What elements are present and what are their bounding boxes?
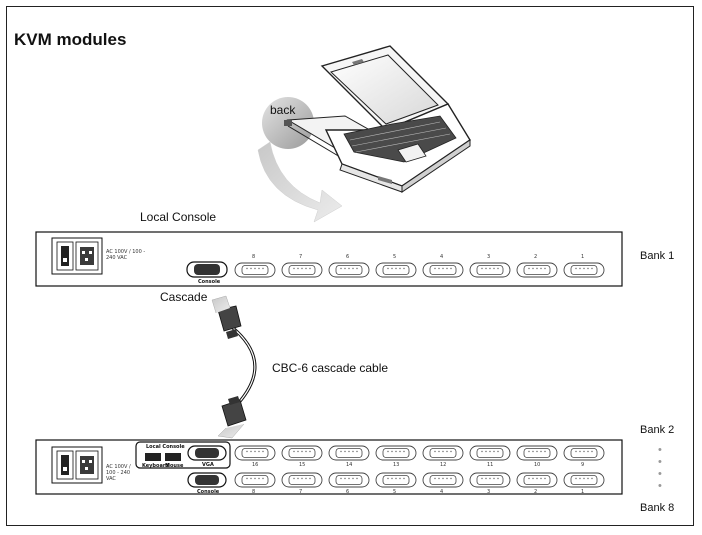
lcd-console-drawer (257, 45, 471, 223)
bank-2-bottom-port-label: 4 (440, 489, 444, 495)
cable-label: CBC-6 cascade cable (272, 361, 389, 375)
bank-2-bottom-port-3 (469, 472, 511, 488)
bank-2-ports-row-top (234, 445, 605, 461)
dot-2: • (658, 456, 662, 468)
bank-1-port-7 (281, 262, 323, 278)
bank-2-top-port-label: 9 (581, 462, 585, 468)
bank-2-bottom-port-4 (422, 472, 464, 488)
bank-2-top-port-10 (516, 445, 558, 461)
bank-1-port-8 (234, 262, 276, 278)
bank-1-port-5 (375, 262, 417, 278)
bank-1-ports (234, 262, 605, 278)
bank-2-top-port-label: 14 (346, 462, 353, 468)
bank-2-top-port-label: 13 (393, 462, 400, 468)
bank-2-label: Bank 2 (640, 424, 675, 436)
vga-label: VGA (202, 462, 214, 468)
bank-2-bottom-port-1 (563, 472, 605, 488)
bank-1-port-label: 3 (487, 254, 491, 260)
bank-2-top-port-9 (563, 445, 605, 461)
bank-2-top-port-label: 15 (299, 462, 306, 468)
bank-1-label: Bank 1 (640, 250, 675, 262)
console-label: Console (197, 489, 220, 495)
keyboard-label: Keyboard (142, 463, 169, 469)
bank-1-port-6 (328, 262, 370, 278)
bank-2-top-port-16 (234, 445, 276, 461)
bank-2-bottom-port-label: 2 (534, 489, 538, 495)
bank-1-port-label: 2 (534, 254, 538, 260)
mouse-label: Mouse (165, 463, 184, 469)
bank-2-bottom-port-label: 5 (393, 489, 397, 495)
bank-1-port-3 (469, 262, 511, 278)
bank-8-label: Bank 8 (640, 502, 675, 514)
bank-2-top-port-label: 10 (534, 462, 541, 468)
bank-2-bottom-port-5 (375, 472, 417, 488)
kvm-unit-bank-1 (35, 231, 623, 287)
cascade-cable (211, 295, 257, 439)
bank-2-bottom-port-label: 7 (299, 489, 303, 495)
bank-1-port-2 (516, 262, 558, 278)
bank-2-top-port-11 (469, 445, 511, 461)
bank-2-bottom-port-label: 3 (487, 489, 491, 495)
bank-2-top-port-14 (328, 445, 370, 461)
bank-1-port-label: 6 (346, 254, 350, 260)
diagram-frame (6, 6, 694, 526)
mouse-port (165, 453, 181, 461)
bank-2-bottom-port-6 (328, 472, 370, 488)
bank-2-top-port-12 (422, 445, 464, 461)
bank-1-port-label: 5 (393, 254, 397, 260)
bank-1-port-1 (563, 262, 605, 278)
dot-4: • (658, 480, 662, 492)
bank-2-top-port-label: 16 (252, 462, 259, 468)
local-console-label: Local Console (140, 210, 217, 224)
power-text-top: AC 100V / 100 - 240 VAC (106, 249, 146, 261)
bank-2-top-port-13 (375, 445, 417, 461)
bank-1-port-label: 4 (440, 254, 444, 260)
bank-2-bottom-port-2 (516, 472, 558, 488)
bank-1-port-label: 1 (581, 254, 585, 260)
bank-1-port-label: 8 (252, 254, 256, 260)
bank-2-bottom-port-label: 8 (252, 489, 256, 495)
local-console-block (135, 441, 231, 469)
bank-1-port-4 (422, 262, 464, 278)
bank-2-bottom-port-label: 1 (581, 489, 585, 495)
dot-3: • (658, 468, 662, 480)
local-console-block-label: Local Console (146, 444, 185, 450)
bank-2-bottom-port-7 (281, 472, 323, 488)
cascade-label: Cascade (160, 290, 208, 304)
bank-2-bottom-port-8 (234, 472, 276, 488)
bank-2-top-port-label: 12 (440, 462, 447, 468)
dot-1: • (658, 444, 662, 456)
console-port-label: Console (198, 279, 221, 285)
keyboard-port (145, 453, 161, 461)
bank-2-top-port-label: 11 (487, 462, 494, 468)
diagram-title: KVM modules (14, 30, 127, 49)
bank-2-top-port-15 (281, 445, 323, 461)
bank-2-ports-row-bottom (234, 472, 605, 488)
bank-2-bottom-port-label: 6 (346, 489, 350, 495)
curved-arrow (257, 141, 343, 223)
console-port (186, 261, 228, 278)
power-text-bottom: AC 100V / 100 - 240 VAC (106, 464, 131, 482)
bank-1-port-label: 7 (299, 254, 303, 260)
back-label: back (270, 103, 296, 117)
